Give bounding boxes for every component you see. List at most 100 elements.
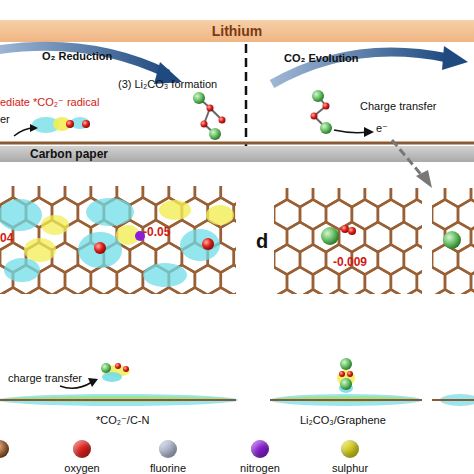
legend-swatch: [73, 440, 91, 458]
hexagon-ring: [313, 188, 339, 207]
art-shape: [432, 399, 474, 401]
art-shape: [209, 128, 221, 140]
hexagon-ring: [287, 222, 313, 252]
hexagon-ring: [78, 243, 104, 273]
hexagon-ring: [156, 243, 182, 273]
legend-label: sulphur: [332, 462, 368, 474]
art-shape: [41, 215, 69, 235]
hexagon-ring: [182, 243, 208, 273]
hexagon-ring: [274, 267, 287, 294]
hexagon-ring: [339, 188, 365, 207]
hexagon-ring: [404, 245, 422, 275]
art-shape: [102, 372, 122, 382]
hexagon-ring: [445, 267, 471, 294]
hexagon-ring: [300, 245, 326, 275]
art-shape: [339, 371, 345, 377]
arrow-head: [442, 46, 468, 70]
side-view-slab: [270, 358, 474, 406]
art-shape: [193, 92, 205, 104]
hexagon-ring: [91, 186, 117, 205]
charge-value: 04: [0, 232, 13, 245]
hexagon-ring: [471, 188, 474, 207]
art-shape: [143, 263, 187, 287]
hexagon-ring: [39, 220, 65, 250]
hexagon-ring: [458, 290, 474, 295]
hexagon-ring: [13, 220, 39, 250]
art-shape: [115, 363, 121, 369]
hexagon-ring: [326, 200, 352, 230]
oxygen-atom: [341, 225, 349, 233]
art-shape: [210, 108, 222, 120]
hexagon-ring: [208, 243, 234, 273]
carbon-sphere: [0, 440, 9, 458]
charge-value: -0.009: [333, 256, 367, 269]
legend-swatch: [251, 440, 269, 458]
hexagon-ring: [143, 265, 169, 294]
hexagon-ring: [143, 186, 169, 205]
hexagon-ring: [208, 198, 234, 228]
hexagon-ring: [274, 188, 287, 207]
art-shape: [364, 127, 374, 137]
electrode-band: Lithium: [0, 20, 474, 42]
hexagon-ring: [65, 220, 91, 250]
step-label: (3) Li₂CO₃ formation: [118, 78, 217, 90]
legend-label: nitrogen: [240, 462, 280, 474]
hexagon-ring: [26, 288, 52, 295]
hexagon-ring: [391, 188, 417, 207]
art-shape: [204, 124, 215, 134]
hexagon-ring: [91, 220, 117, 250]
annotation: Charge transfer: [360, 100, 436, 112]
hexagon-ring: [117, 186, 143, 205]
art-shape: [6, 396, 230, 402]
hexagon-ring: [169, 186, 195, 205]
panel-caption: *CO₂⁻/C-N: [96, 414, 149, 426]
process-title: CO₂ Evolution: [284, 52, 359, 64]
art-shape: [0, 199, 42, 231]
art-shape: [339, 383, 353, 393]
hexagon-ring: [391, 222, 417, 252]
hexagon-ring: [221, 265, 236, 294]
art-shape: [347, 371, 353, 377]
art-shape: [14, 128, 34, 136]
hexagon-ring: [52, 288, 78, 295]
hexagon-ring: [432, 188, 445, 207]
hexagon-ring: [300, 290, 326, 295]
art-shape: [323, 103, 330, 110]
hexagon-ring: [78, 288, 104, 295]
reduction-arrow: [0, 46, 168, 74]
hexagon-ring: [432, 267, 445, 294]
art-shape: [314, 116, 326, 128]
art-shape: [199, 98, 210, 108]
hexagon-ring: [352, 200, 378, 230]
art-shape: [207, 105, 214, 112]
band-label: Carbon paper: [30, 147, 108, 161]
hexagon-ring: [417, 188, 422, 207]
art-shape: [102, 365, 130, 377]
art-shape: [440, 394, 474, 406]
hexagon-ring: [26, 243, 52, 273]
art-shape: [4, 258, 40, 282]
hexagon-ring: [117, 265, 143, 294]
hexagon-ring: [65, 186, 91, 205]
hexagon-ring: [287, 267, 313, 294]
hexagon-ring: [182, 198, 208, 228]
hexagon-ring: [417, 222, 422, 252]
process-title: O₂ Reduction: [42, 50, 112, 62]
hexagon-ring: [52, 198, 78, 228]
hexagon-ring: [432, 290, 458, 295]
panel-letter: d: [256, 230, 268, 252]
hexagon-ring: [326, 290, 352, 295]
art-shape: [320, 122, 332, 134]
hexagon-ring: [234, 198, 236, 228]
hexagon-ring: [378, 200, 404, 230]
art-shape: [94, 242, 106, 254]
hexagon-ring: [0, 220, 13, 250]
hexagon-ring: [208, 288, 234, 295]
hexagon-ring: [471, 222, 474, 252]
hexagon-ring: [0, 198, 26, 228]
art-shape: [159, 200, 191, 220]
hexagon-ring: [78, 198, 104, 228]
hexagon-ring: [313, 267, 339, 294]
art-shape: [53, 117, 71, 131]
